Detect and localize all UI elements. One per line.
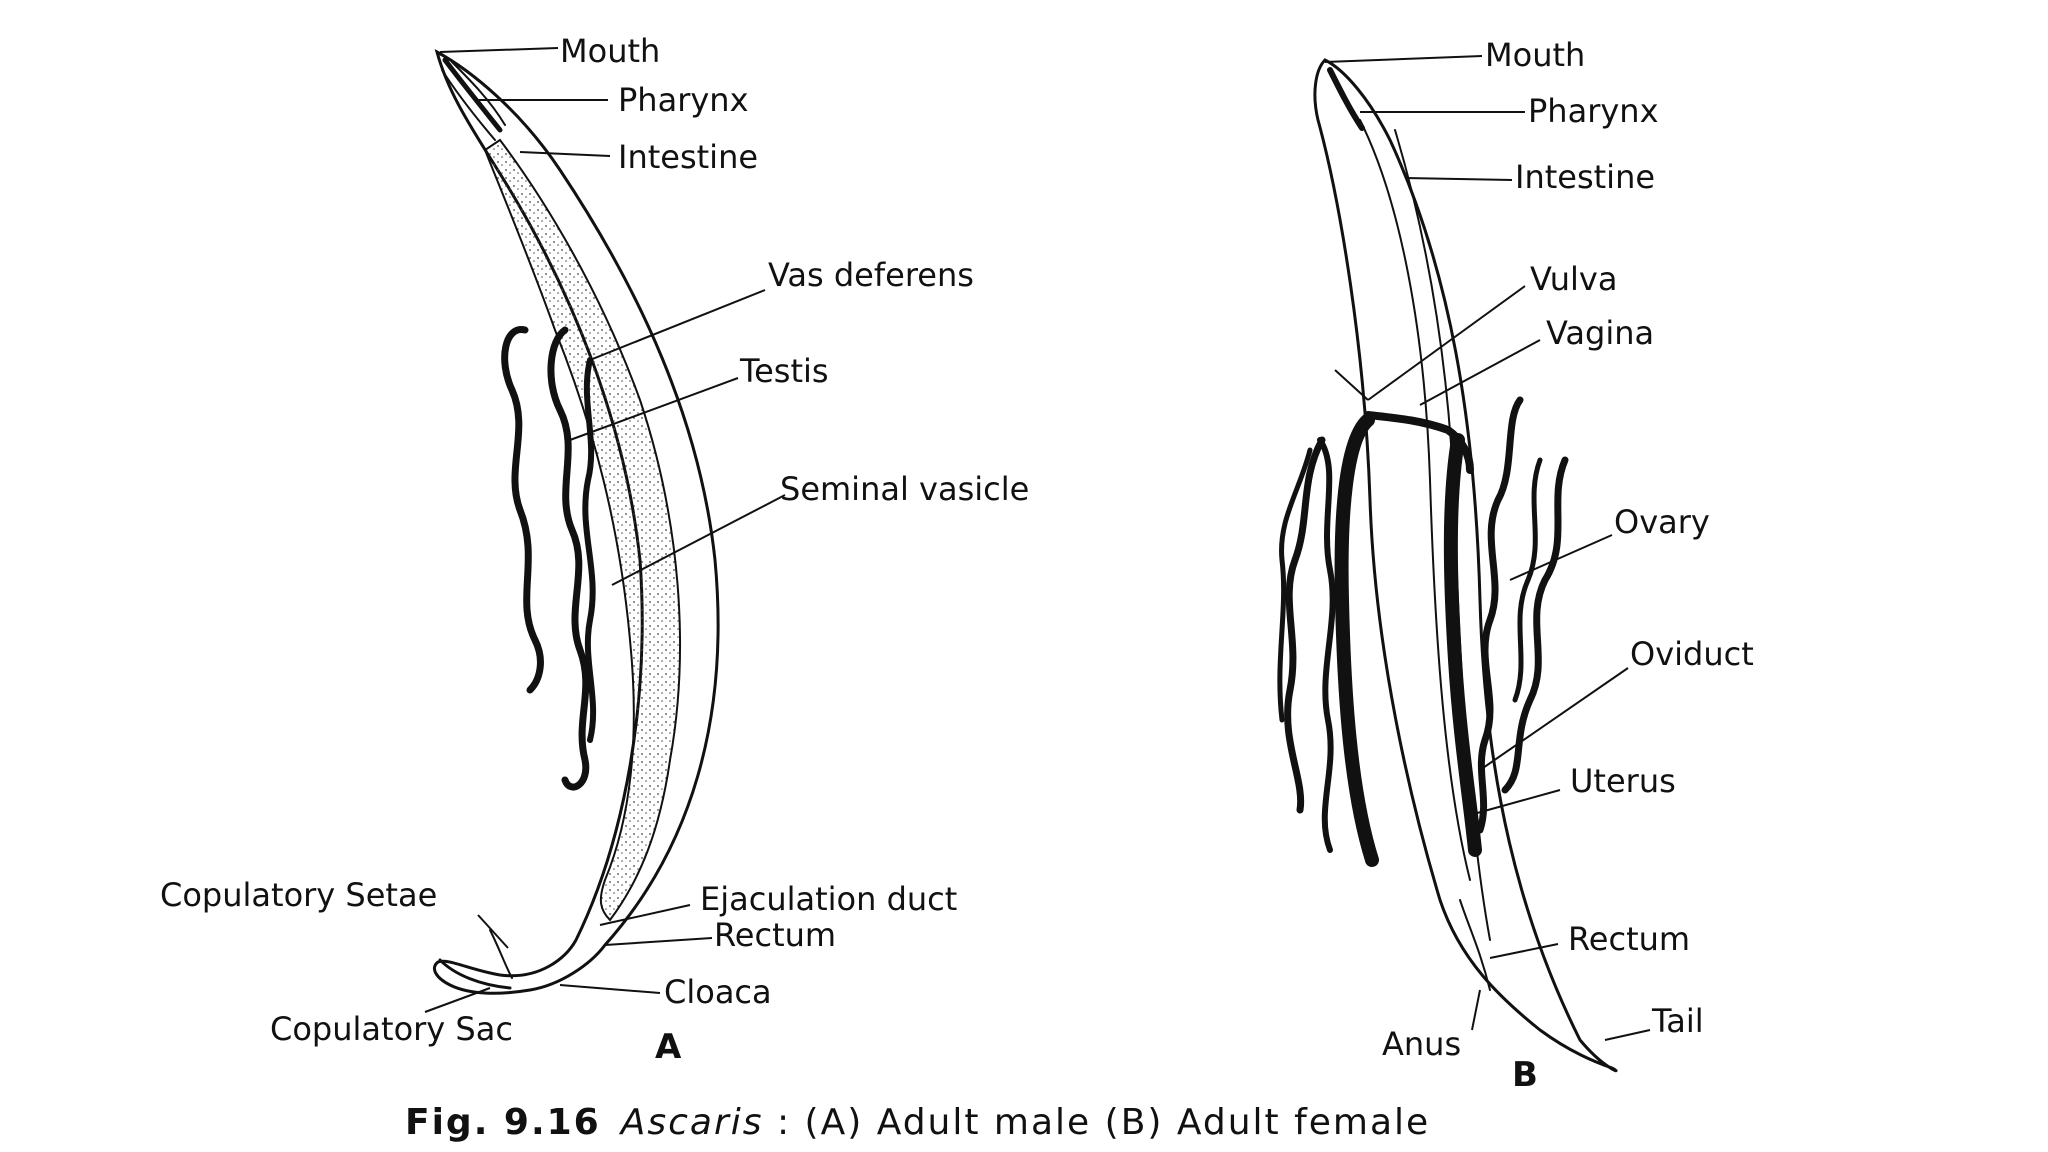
male-leader-lines [424, 47, 786, 1013]
label-male-mouth: Mouth [560, 32, 660, 70]
label-seminal-vesicle: Seminal vasicle [780, 470, 1029, 508]
male-copulatory-setae [489, 929, 513, 979]
panel-label-a: A [655, 1027, 682, 1067]
male-body-outline [433, 48, 720, 995]
female-pharynx [1327, 67, 1365, 131]
female-ovary-coil-right-1 [1476, 396, 1524, 834]
label-male-pharynx: Pharynx [618, 81, 749, 119]
label-ovary: Ovary [1614, 503, 1710, 541]
label-ejaculation-duct: Ejaculation duct [700, 880, 957, 918]
female-body-outline [1313, 58, 1618, 1073]
label-tail: Tail [1651, 1002, 1704, 1040]
female-leader-lines [1324, 55, 1651, 1041]
female-ovary-coil-right-3 [1512, 457, 1543, 703]
female-rectum [1459, 899, 1491, 991]
label-male-intestine: Intestine [618, 138, 758, 176]
label-uterus: Uterus [1570, 762, 1676, 800]
female-ovary-coil-right-2 [1501, 456, 1569, 794]
label-oviduct: Oviduct [1630, 635, 1754, 673]
female-ovary-coil-left-2 [1317, 437, 1336, 853]
female-labels: Mouth Pharynx Intestine Vulva Vagina Ova… [1382, 36, 1754, 1095]
label-male-rectum: Rectum [714, 916, 836, 954]
label-female-pharynx: Pharynx [1528, 92, 1659, 130]
male-tail-hook [438, 958, 512, 990]
label-female-mouth: Mouth [1485, 36, 1585, 74]
female-ovary-coil-left-1 [1284, 436, 1326, 814]
label-anus: Anus [1382, 1025, 1461, 1063]
female-uterus-right [1443, 433, 1482, 857]
label-female-rectum: Rectum [1568, 920, 1690, 958]
label-cloaca: Cloaca [664, 973, 772, 1011]
caption-description: : (A) Adult male (B) Adult female [764, 1102, 1431, 1143]
male-pharynx [442, 57, 503, 133]
label-vulva: Vulva [1530, 260, 1617, 298]
male-worm-drawing [433, 48, 720, 995]
male-testis-coil-2 [547, 326, 590, 791]
label-copulatory-sac: Copulatory Sac [270, 1010, 513, 1048]
label-copulatory-setae: Copulatory Setae [160, 876, 437, 914]
panel-label-b: B [1512, 1055, 1538, 1095]
male-testis-coil-1 [501, 326, 544, 694]
female-worm-drawing [1277, 58, 1618, 1073]
female-uterus-left [1334, 413, 1379, 867]
caption-genus: Ascaris [619, 1102, 764, 1143]
label-female-intestine: Intestine [1515, 158, 1655, 196]
female-vagina-tube [1364, 411, 1474, 474]
label-vagina: Vagina [1546, 314, 1654, 352]
male-testis-coil-3 [582, 357, 597, 743]
label-vas-deferens: Vas deferens [768, 256, 974, 294]
male-intestine [483, 138, 681, 922]
female-ovary-coil-left-3 [1277, 447, 1313, 723]
figure-caption: Fig. 9.16 Ascaris : (A) Adult male (B) Ad… [405, 1102, 1430, 1143]
caption-figure-number: Fig. 9.16 [405, 1102, 601, 1143]
label-testis: Testis [739, 352, 829, 390]
male-labels: Mouth Pharynx Intestine Vas deferens Tes… [160, 32, 1029, 1067]
